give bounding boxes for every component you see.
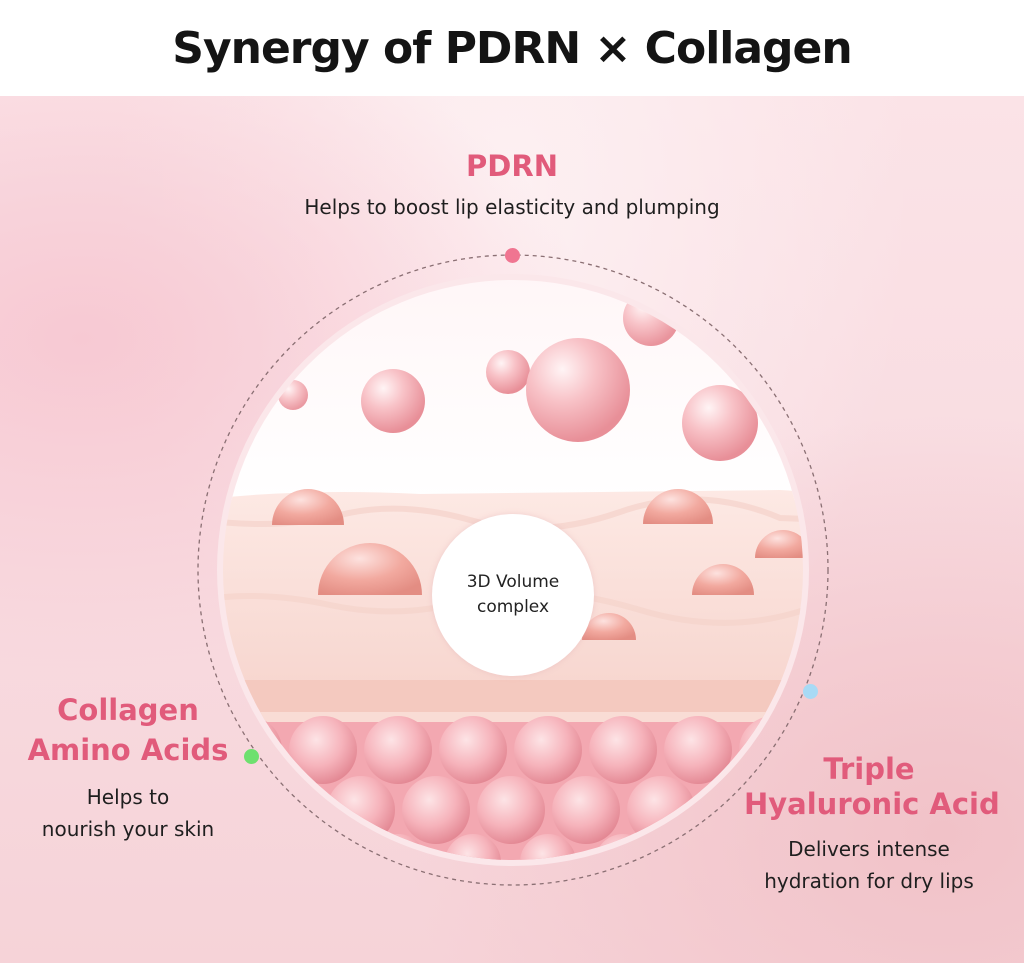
collagen-title-line-2: Amino Acids <box>27 733 229 767</box>
hyaluronic-desc-line-1: Delivers intense <box>788 837 950 861</box>
hyaluronic-desc-line-2: hydration for dry lips <box>764 869 974 893</box>
badge-line-1: 3D Volume <box>466 572 560 592</box>
pdrn-dot <box>505 248 520 263</box>
header: Synergy of PDRN × Collagen <box>0 0 1024 96</box>
pdrn-description: Helps to boost lip elasticity and plumpi… <box>304 195 720 219</box>
hyaluronic-dot <box>803 684 818 699</box>
collagen-desc-line-2: nourish your skin <box>41 817 215 841</box>
collagen-desc-line-1: Helps to <box>86 785 170 809</box>
page-title: Synergy of PDRN × Collagen <box>172 22 852 74</box>
hyaluronic-title-line-1: Triple <box>823 752 915 786</box>
collagen-dot <box>244 749 259 764</box>
badge-line-2: complex <box>476 597 550 617</box>
hyaluronic-title-line-2: Hyaluronic Acid <box>744 787 1000 821</box>
volume-complex-badge: 3D Volume complex <box>432 514 594 676</box>
pdrn-title: PDRN <box>466 149 558 183</box>
collagen-title-line-1: Collagen <box>57 693 199 727</box>
